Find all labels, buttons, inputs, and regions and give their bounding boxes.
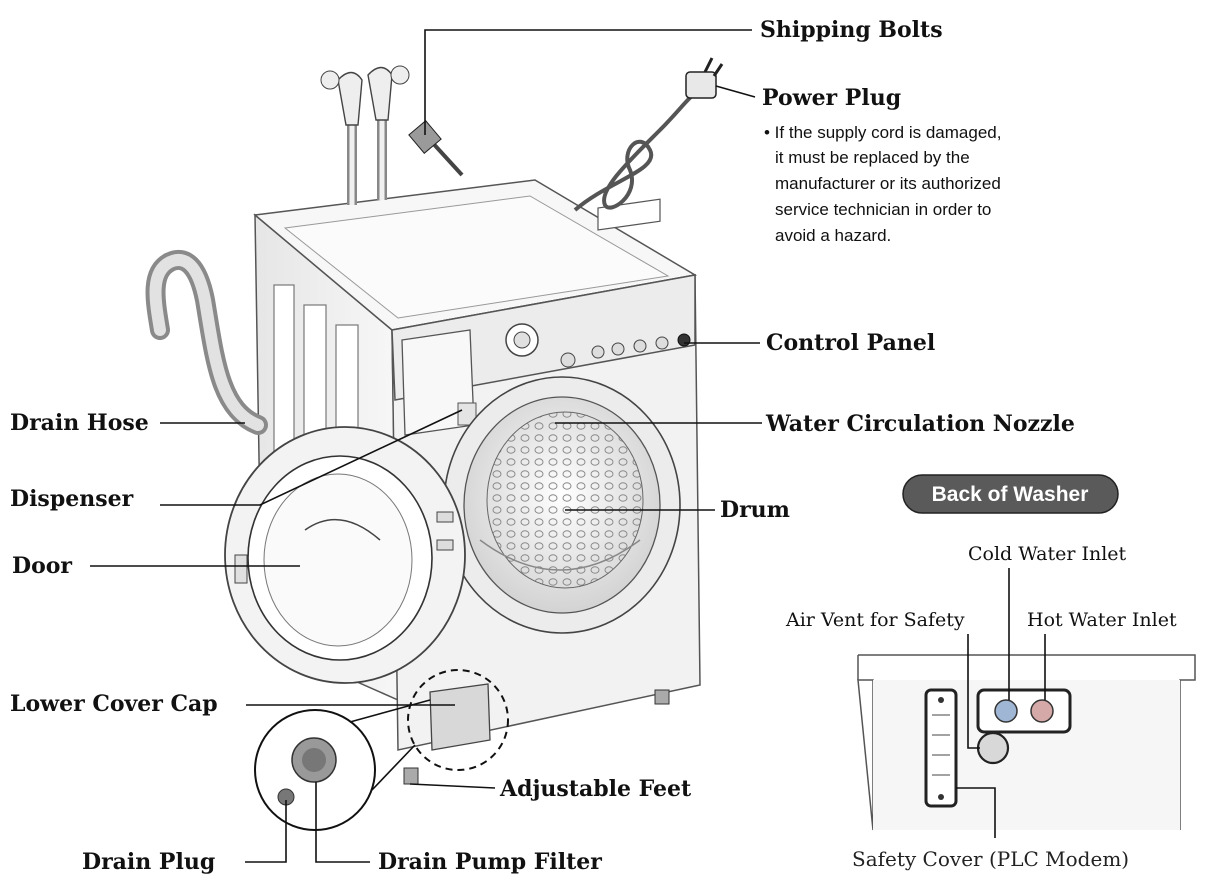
- label-cold-water-inlet: Cold Water Inlet: [968, 543, 1127, 565]
- power-plug-note-line-3: manufacturer or its authorized: [775, 174, 1001, 193]
- power-plug-note-line-4: service technician in order to: [775, 200, 991, 219]
- label-drum: Drum: [720, 497, 790, 523]
- label-drain-plug: Drain Plug: [82, 849, 215, 875]
- label-drain-pump-filter: Drain Pump Filter: [378, 849, 602, 875]
- label-safety-cover: Safety Cover (PLC Modem): [852, 847, 1129, 871]
- power-plug-note-line-1: • If the supply cord is damaged,: [764, 123, 1001, 142]
- label-air-vent: Air Vent for Safety: [785, 609, 965, 631]
- label-water-circulation-nozzle: Water Circulation Nozzle: [765, 411, 1075, 437]
- label-door: Door: [12, 553, 72, 579]
- drain-zoom-inset: [254, 699, 431, 831]
- back-of-washer-badge: [902, 474, 1119, 514]
- adjustable-foot: [403, 767, 419, 785]
- lower-cover-zoom-circle: [407, 669, 509, 771]
- label-adjustable-feet: Adjustable Feet: [499, 776, 692, 802]
- label-shipping-bolts: Shipping Bolts: [760, 17, 943, 43]
- label-power-plug: Power Plug: [762, 85, 901, 111]
- label-drain-hose: Drain Hose: [10, 410, 149, 436]
- back-of-washer-title: Back of Washer: [932, 483, 1089, 506]
- washer-illustration: [145, 57, 724, 785]
- safety-cover: [924, 688, 958, 808]
- power-plug-note-line-2: it must be replaced by the: [775, 148, 970, 167]
- hot-water-inlet-port: [1030, 699, 1054, 723]
- label-lower-cover-cap: Lower Cover Cap: [10, 691, 218, 717]
- cold-water-inlet-port: [994, 699, 1018, 723]
- lower-cover-cap: [429, 683, 491, 751]
- air-vent-port: [976, 731, 1010, 765]
- label-hot-water-inlet: Hot Water Inlet: [1027, 609, 1177, 631]
- label-dispenser: Dispenser: [10, 486, 134, 512]
- label-control-panel: Control Panel: [766, 330, 935, 356]
- power-cord: [573, 57, 724, 212]
- power-plug-note-line-5: avoid a hazard.: [775, 226, 891, 245]
- inlet-housing: [976, 688, 1072, 734]
- leader-lines: [90, 29, 762, 863]
- drum-holes: [486, 411, 644, 589]
- shipping-bolt: [408, 120, 464, 177]
- inlet-hoses: [320, 65, 410, 205]
- back-of-washer-panel: Back of Washer Cold Water Inlet Air Vent…: [785, 474, 1196, 871]
